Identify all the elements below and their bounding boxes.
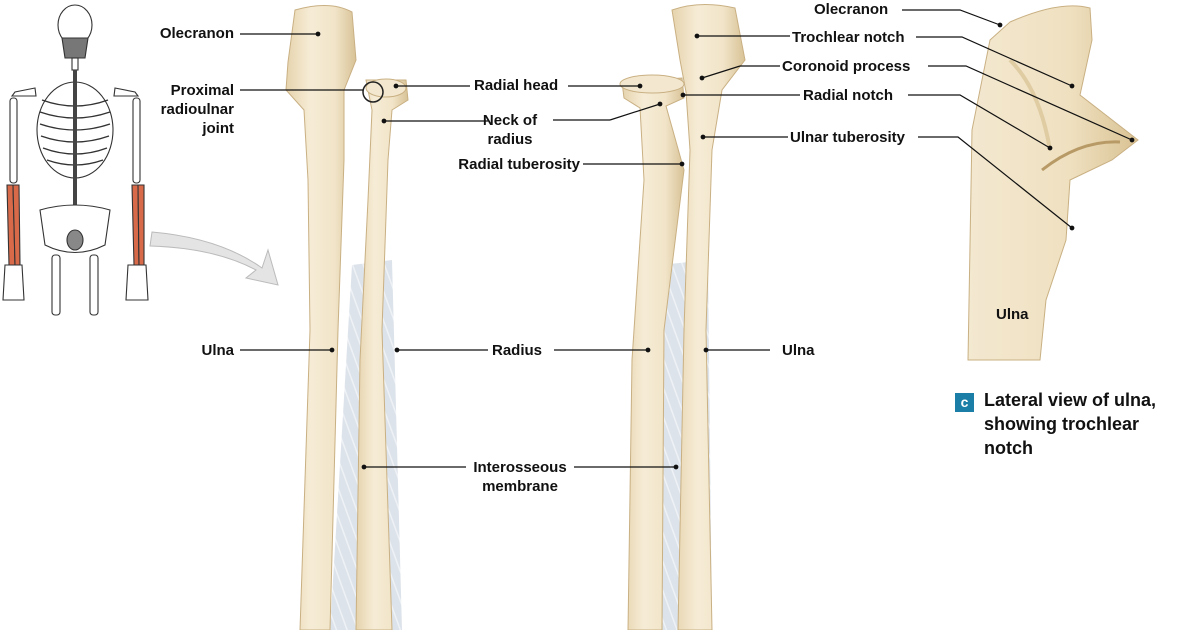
middle-forearm xyxy=(619,3,746,630)
label-radial-tuberosity: Radial tuberosity xyxy=(458,156,580,173)
ulna-mid xyxy=(671,3,746,630)
label-olecranon-right: Olecranon xyxy=(814,1,889,18)
leader-lines xyxy=(240,9,1135,470)
label-line: Neck of xyxy=(482,112,538,129)
caption-line: notch xyxy=(984,438,1033,458)
ulna-lateral xyxy=(967,5,1139,361)
label-line: radioulnar xyxy=(160,101,234,118)
face-shading xyxy=(61,37,89,59)
label-line: joint xyxy=(202,120,234,137)
label-line: membrane xyxy=(482,478,558,495)
hand-right xyxy=(125,264,149,301)
label-radial-head: Radial head xyxy=(474,77,559,94)
figure-caption: Lateral view of ulna, showing trochlear … xyxy=(984,388,1156,460)
label-neck-of-radius: Neck of radius xyxy=(470,111,550,149)
label-radial-notch: Radial notch xyxy=(803,87,894,104)
hand-left xyxy=(2,264,25,301)
label-ulnar-tuberosity: Ulnar tuberosity xyxy=(790,129,906,146)
caption-line: Lateral view of ulna, xyxy=(984,390,1157,410)
humerus-right xyxy=(132,97,141,184)
label-coronoid-process: Coronoid process xyxy=(782,58,911,75)
label-interosseous-membrane: Interosseous membrane xyxy=(462,458,578,496)
femur-right xyxy=(89,254,99,316)
radial-head-left xyxy=(365,78,407,98)
label-radius: Radius xyxy=(492,342,543,359)
lateral-ulna xyxy=(967,5,1139,361)
ulna-left xyxy=(285,5,357,630)
label-line: Interosseous xyxy=(473,459,567,476)
trochlear-notch-edge xyxy=(1041,140,1121,172)
label-line: Proximal xyxy=(170,82,234,99)
femur-left xyxy=(51,254,61,316)
clavicle-left xyxy=(10,87,37,97)
label-ulna-lateral: Ulna xyxy=(996,306,1029,323)
humerus-left xyxy=(9,97,18,184)
label-trochlear-notch: Trochlear notch xyxy=(792,29,905,46)
caption-line: showing trochlear xyxy=(984,414,1140,434)
label-proximal-radioulnar-joint: Proximal radioulnar joint xyxy=(120,81,234,138)
clavicle-right xyxy=(113,87,140,97)
pointer-arrow xyxy=(149,231,279,286)
label-ulna-left: Ulna xyxy=(201,342,234,359)
radial-head-mid xyxy=(619,74,685,94)
label-olecranon-left: Olecranon xyxy=(159,25,234,42)
figure-letter-badge: c xyxy=(955,393,974,412)
skeleton-thumbnail xyxy=(2,4,149,316)
joint-circle xyxy=(362,81,384,103)
left-forearm xyxy=(285,5,409,630)
radius-mid xyxy=(621,77,685,630)
radius-left xyxy=(355,79,409,630)
pelvis xyxy=(39,204,111,253)
label-ulna-mid: Ulna xyxy=(782,342,815,359)
label-line: radius xyxy=(487,131,533,148)
